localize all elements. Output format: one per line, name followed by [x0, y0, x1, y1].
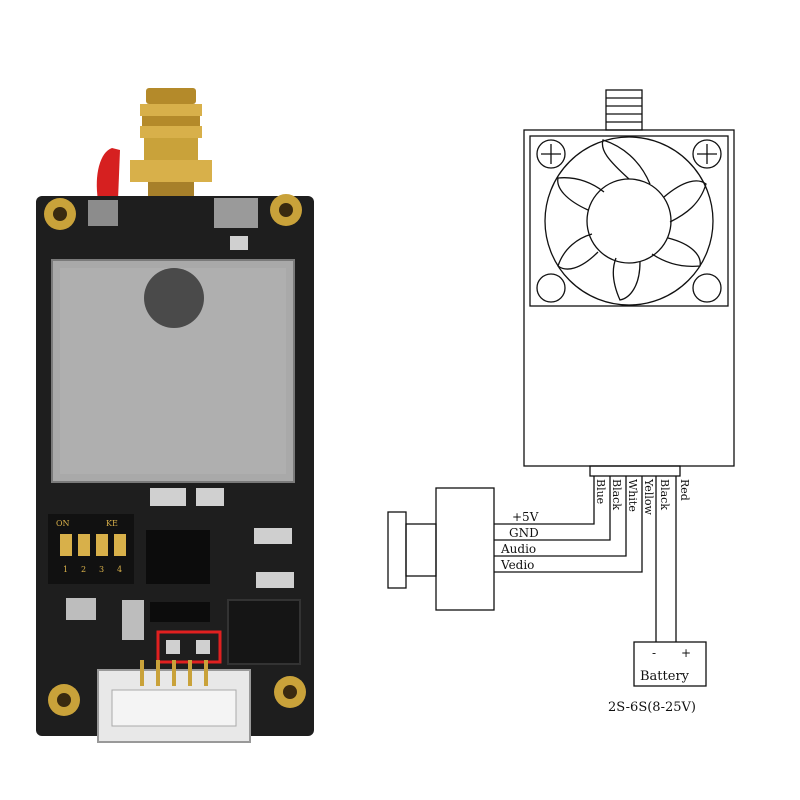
pin-label-blue: Blue [594, 479, 607, 504]
battery-icon [633, 641, 707, 687]
sma-connector-icon [130, 88, 212, 202]
vtx-module-photo: ON KE 1 2 3 4 [36, 88, 314, 743]
red-antenna-wire [96, 148, 120, 200]
dip-ke-label: KE [106, 519, 118, 528]
dip-on-label: ON [56, 519, 70, 528]
pin-label-black-1: Black [610, 479, 623, 510]
wiring-diagram [387, 89, 735, 687]
dip-num-4: 4 [117, 565, 122, 574]
pin-label-yellow: Yellow [642, 478, 655, 515]
battery-plus: + [681, 646, 691, 660]
camera-icon [387, 487, 495, 611]
battery-spec: 2S-6S(8-25V) [608, 700, 696, 715]
pin-label-red: Red [678, 479, 691, 501]
pin-label-black-2: Black [658, 479, 671, 510]
wire-label-gnd: GND [509, 526, 539, 540]
wire-blue-5v [494, 476, 595, 525]
battery-label: Battery [640, 669, 690, 684]
mount-hole-icon [44, 194, 306, 716]
pin-label-white: White [626, 479, 639, 512]
pin-header-connector [97, 660, 251, 743]
dip-num-3: 3 [99, 565, 104, 574]
wire-white-audio [494, 476, 627, 557]
dip-num-1: 1 [63, 565, 68, 574]
antenna-connector-icon [605, 89, 643, 131]
wire-label-audio: Audio [500, 542, 536, 556]
cooling-fan-icon [529, 135, 729, 307]
dip-switch: ON KE 1 2 3 4 [48, 514, 134, 584]
dip-num-2: 2 [81, 565, 86, 574]
vtx-pin-block [589, 465, 681, 477]
battery-minus: - [652, 646, 656, 660]
wire-label-video: Vedio [500, 558, 534, 572]
wire-black-gnd [494, 476, 611, 541]
wire-label-5v: +5V [512, 510, 539, 524]
wire-yellow-video [494, 476, 643, 573]
